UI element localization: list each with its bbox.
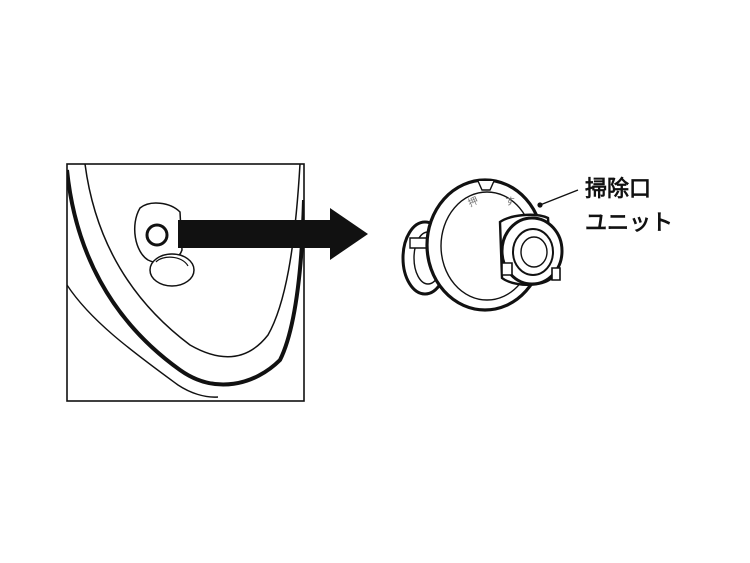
callout-label-line2: ユニット bbox=[585, 211, 673, 236]
callout: 掃除口 ユニット bbox=[537, 176, 673, 236]
part-nozzle-tab-left bbox=[501, 262, 513, 276]
callout-label-line1: 掃除口 bbox=[585, 176, 651, 202]
part-top-notch bbox=[477, 180, 495, 191]
housing-contour bbox=[67, 284, 219, 398]
push-marking-kanji: 押 bbox=[466, 194, 481, 210]
machine-closeup-panel bbox=[66, 163, 305, 402]
right-arrow-icon bbox=[178, 208, 368, 260]
cleaning-port-unit-part: 押 す bbox=[401, 178, 564, 312]
port-hole bbox=[145, 223, 169, 247]
leader-line bbox=[539, 189, 579, 206]
push-marking-kana: す bbox=[505, 196, 515, 208]
housing-inner-edge bbox=[84, 164, 301, 358]
port-recess-lower-inner bbox=[155, 256, 189, 267]
part-rear-lug bbox=[409, 237, 429, 249]
port-recess-lower bbox=[149, 253, 195, 287]
part-nozzle-tab-right bbox=[551, 267, 561, 281]
part-nozzle-bore bbox=[520, 236, 548, 268]
housing-outer-edge bbox=[67, 169, 304, 387]
